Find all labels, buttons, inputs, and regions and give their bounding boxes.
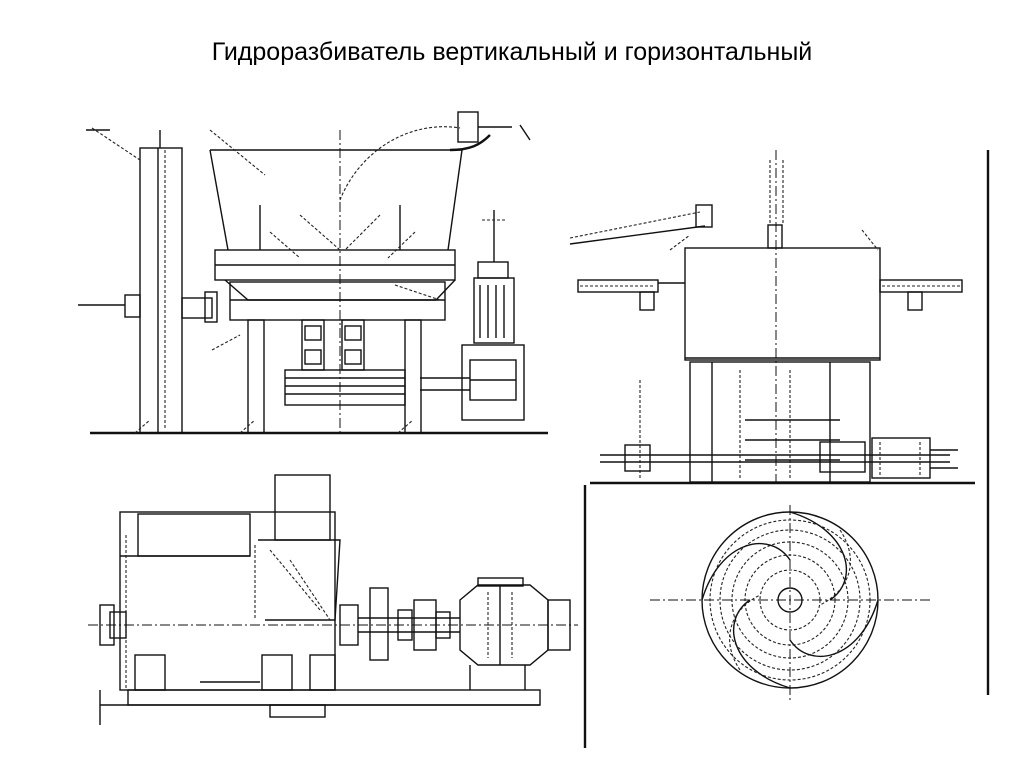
rotor-disc-drawing-icon [650, 505, 930, 700]
horizontal-hydropulper-side-drawing-icon [88, 474, 587, 748]
horizontal-hydropulper-front-drawing-icon [569, 150, 990, 695]
vertical-hydropulper-drawing-icon [78, 111, 548, 435]
slide-title: Гидроразбиватель вертикальный и горизонт… [211, 38, 813, 66]
